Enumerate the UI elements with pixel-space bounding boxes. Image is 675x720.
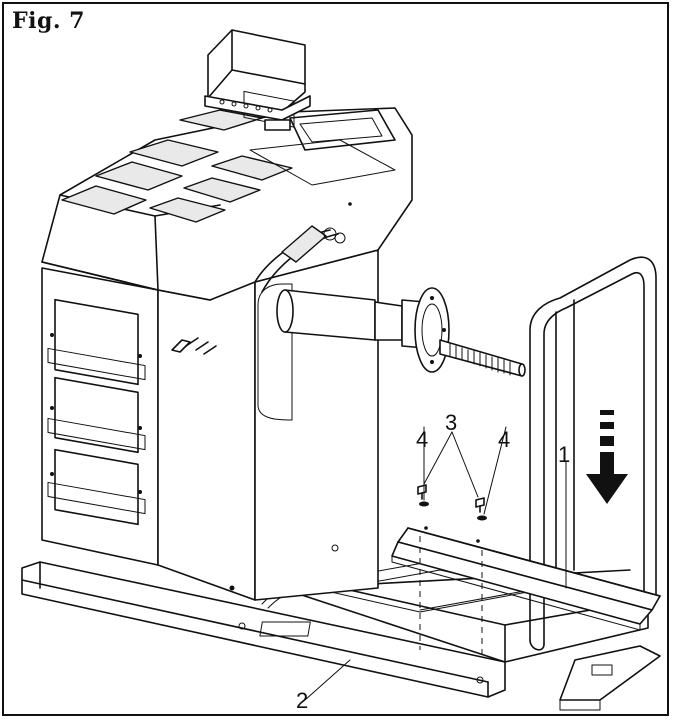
- dashed-guides: [419, 536, 483, 660]
- callout-4-left: 4: [416, 427, 428, 452]
- down-arrow: [586, 410, 628, 504]
- washers: [419, 501, 487, 521]
- figure-label: Fig. 7: [12, 8, 85, 34]
- top-console: [41, 107, 413, 301]
- callout-1: 1: [558, 442, 570, 467]
- callout-4-right: 4: [498, 427, 510, 452]
- tube-frame: [529, 256, 657, 651]
- spindle-shaft: [276, 287, 526, 377]
- display-unit: [204, 29, 311, 131]
- cabinet: [41, 249, 379, 601]
- bolts: [417, 484, 485, 513]
- support-tray: [391, 526, 661, 631]
- callout-2: 2: [296, 688, 308, 713]
- leader-lines: [304, 426, 567, 701]
- callout-3: 3: [445, 410, 457, 435]
